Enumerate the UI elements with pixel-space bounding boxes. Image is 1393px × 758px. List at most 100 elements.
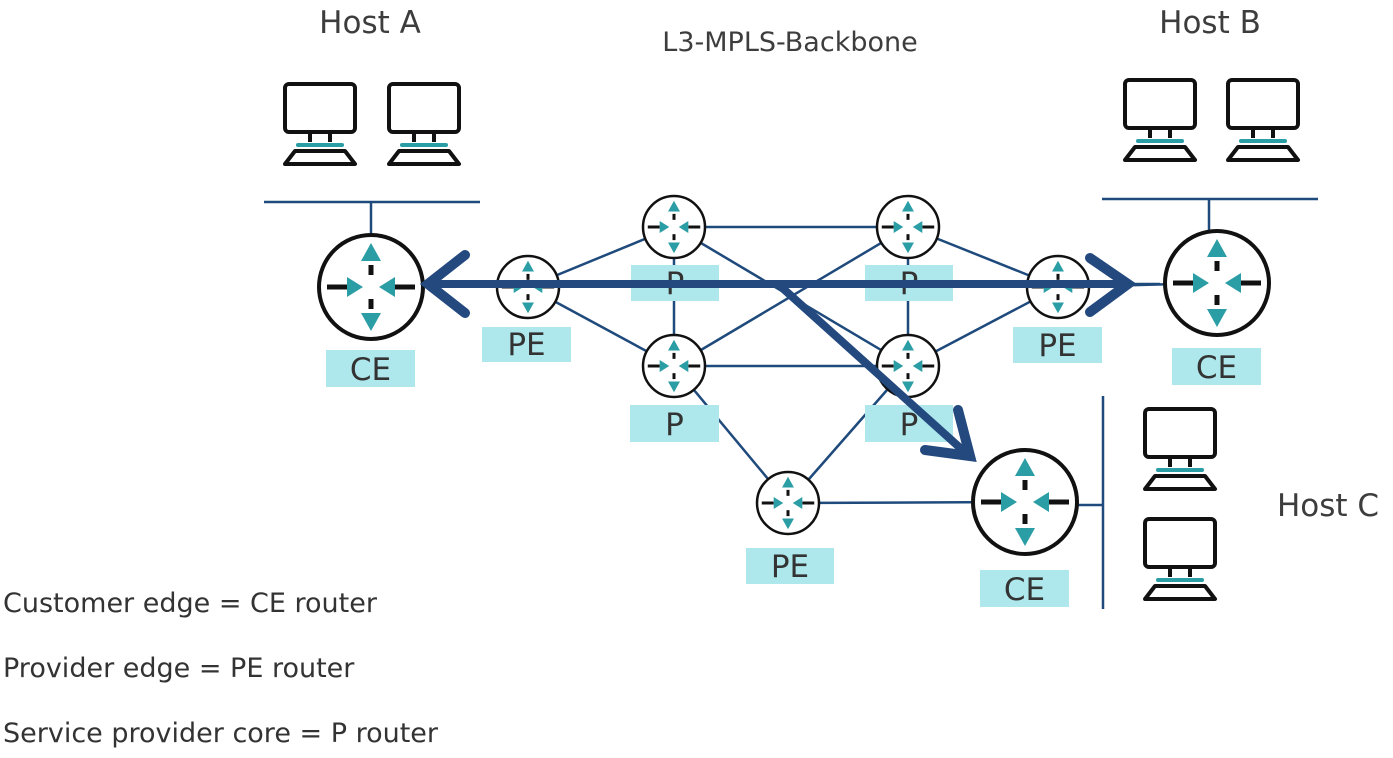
monitor-screen (1143, 517, 1217, 569)
router-arrow-head (1052, 302, 1064, 314)
router-arrow-head (361, 313, 381, 331)
router-arrow-head (522, 302, 534, 314)
keyboard (1143, 584, 1217, 601)
ce-c-router-icon[interactable] (971, 448, 1079, 556)
router-arrow-head (792, 497, 803, 509)
legend-pe: Provider edge = PE router (3, 653, 355, 684)
ce-c-label-box (980, 570, 1069, 607)
router-arrow-head (668, 381, 680, 393)
host-b-lan (1102, 197, 1318, 231)
router-arrow-head (912, 221, 923, 233)
host-c-title: Host C (1277, 488, 1379, 524)
computer-icon (1143, 407, 1217, 491)
p-bottom-left-router-icon[interactable] (641, 333, 707, 399)
computer-icon (283, 82, 357, 166)
keyboard (1226, 145, 1300, 162)
ce-c-router-body (971, 448, 1079, 556)
p-top-left-router-icon[interactable] (641, 194, 707, 260)
keyboard (387, 149, 461, 166)
pe-bottom-router-body (755, 470, 821, 536)
router-arrow-head (361, 243, 381, 261)
ce-b-router-body (1163, 229, 1271, 337)
p-bottom-left-label: P (665, 407, 684, 443)
router-arrow-head (1193, 273, 1209, 293)
host-a-title: Host A (319, 5, 421, 41)
router-arrow-head (678, 221, 689, 233)
host-a-lan (264, 200, 480, 235)
computer-icon (1123, 78, 1197, 162)
host-c-lan (1077, 396, 1105, 609)
router-arrow-head (902, 381, 914, 393)
pe-right-label: PE (1038, 328, 1076, 364)
flow-line-diagonal (775, 281, 971, 458)
routers (317, 194, 1271, 556)
monitor-screen (1226, 78, 1300, 130)
ce-b-router-icon[interactable] (1163, 229, 1271, 337)
router-arrow-head (659, 221, 670, 233)
monitor-screen (1143, 407, 1217, 459)
router-arrow-head (1015, 528, 1035, 546)
ce-a-router-icon[interactable] (317, 233, 425, 341)
pe-right-label-box (1013, 327, 1102, 363)
router-arrow-head (379, 277, 395, 297)
ce-b-label-box (1172, 348, 1261, 385)
computers (283, 78, 1300, 601)
router-arrow-head (347, 277, 363, 297)
p-bottom-left-label-box (630, 405, 719, 442)
pe-bottom-label-box (746, 548, 834, 584)
router-arrow-head (1001, 492, 1017, 512)
router-arrow-head (912, 360, 923, 372)
flow-arrowhead-to-ce-a (419, 250, 470, 318)
router-arrow-head (1207, 309, 1227, 327)
backbone-title: L3-MPLS-Backbone (662, 27, 917, 58)
router-arrow-head (668, 200, 680, 212)
computer-icon (1143, 517, 1217, 601)
router-arrow-head (902, 242, 914, 254)
pe-left-label-box (482, 327, 571, 362)
router-arrow-head (1015, 458, 1035, 476)
p-bottom-right-label: P (900, 407, 919, 443)
router-arrow-head (902, 200, 914, 212)
host-b-title: Host B (1159, 5, 1261, 41)
p-top-left-router-body (641, 194, 707, 260)
legend-ce: Customer edge = CE router (3, 588, 377, 619)
router-arrow-head (678, 360, 689, 372)
router-arrow-head (902, 339, 914, 351)
monitor-screen (283, 82, 357, 134)
ce-a-router-body (317, 233, 425, 341)
router-arrow-head (1052, 260, 1064, 272)
router-arrow-head (893, 360, 904, 372)
pe-left-label: PE (507, 327, 545, 363)
computer-icon (387, 82, 461, 166)
pe-bottom-router-icon[interactable] (755, 470, 821, 536)
monitor-screen (1123, 78, 1197, 130)
router-arrow-head (659, 360, 670, 372)
flow-arrowhead-to-ce-c (920, 405, 977, 462)
router-arrow-head (782, 518, 794, 530)
keyboard (283, 149, 357, 166)
router-labels: CEPEPPPPPEPECECE (326, 265, 1261, 608)
flow-arrows (419, 250, 1160, 462)
legend-p: Service provider core = P router (3, 718, 439, 749)
monitor-screen (387, 82, 461, 134)
router-arrow-head (1033, 492, 1049, 512)
p-top-right-router-icon[interactable] (875, 194, 941, 260)
router-arrow-head (773, 497, 784, 509)
ce-c-label: CE (1004, 572, 1045, 608)
ce-b-label: CE (1196, 350, 1237, 386)
ce-a-label-box (326, 350, 415, 387)
router-arrow-head (1207, 239, 1227, 257)
router-arrow-head (668, 339, 680, 351)
router-arrow-head (782, 476, 794, 488)
router-arrow-head (522, 260, 534, 272)
p-top-right-router-body (875, 194, 941, 260)
keyboard (1143, 474, 1217, 491)
router-arrow-head (668, 242, 680, 254)
p-bottom-left-router-body (641, 333, 707, 399)
keyboard (1123, 145, 1197, 162)
ce-a-label: CE (350, 352, 391, 388)
router-arrow-head (1225, 273, 1241, 293)
computer-icon (1226, 78, 1300, 162)
p-bottom-right-router-icon[interactable] (875, 333, 941, 399)
